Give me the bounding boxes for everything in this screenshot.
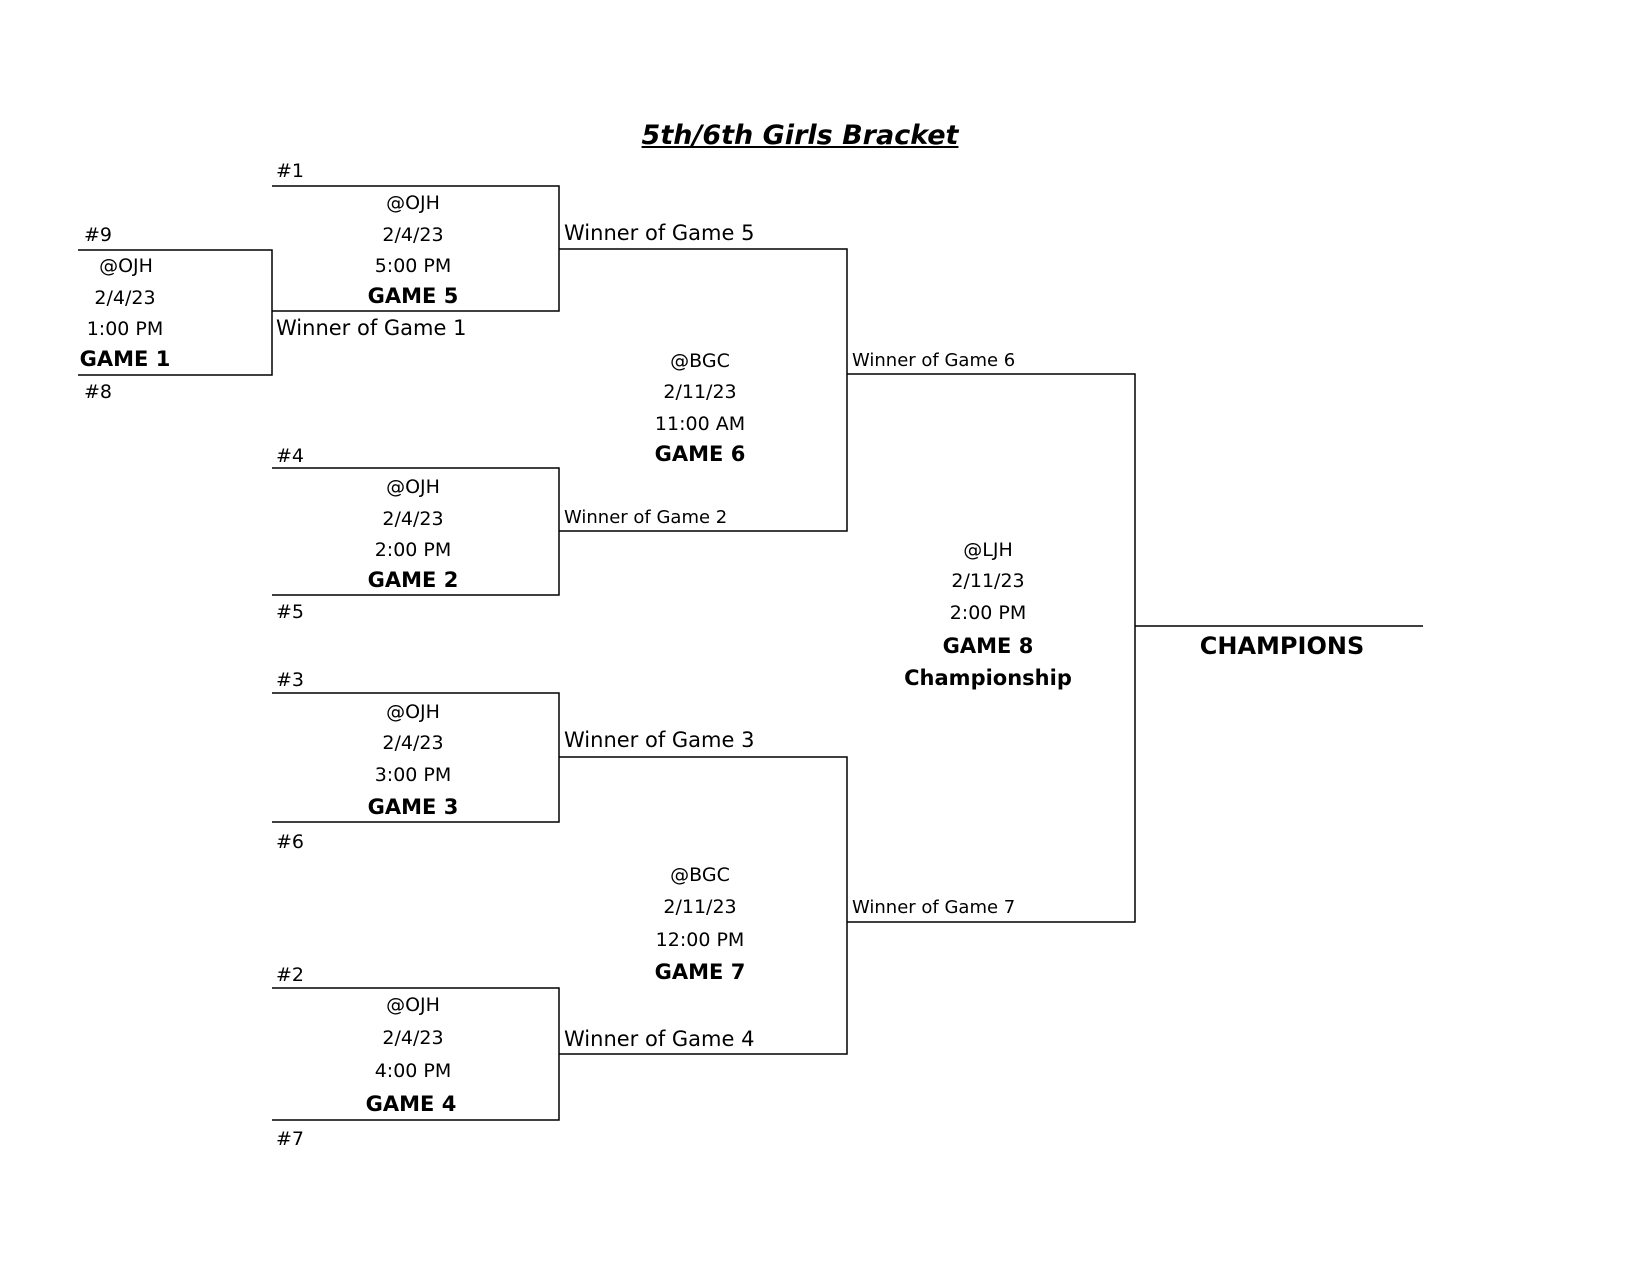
seed-1: #1 bbox=[276, 160, 305, 182]
game-3-label: GAME 3 bbox=[367, 795, 459, 819]
game-4-time: 4:00 PM bbox=[374, 1060, 452, 1082]
game-6-bracket bbox=[559, 248, 848, 532]
game-8-sublabel: Championship bbox=[904, 666, 1072, 690]
game-3-venue: @OJH bbox=[386, 701, 440, 723]
game-8-date: 2/11/23 bbox=[951, 570, 1025, 592]
game-2-venue: @OJH bbox=[386, 476, 440, 498]
game-7-bracket bbox=[559, 756, 848, 1055]
game-6-time: 11:00 AM bbox=[654, 413, 746, 435]
game-2-date: 2/4/23 bbox=[382, 508, 444, 530]
game-1-time: 1:00 PM bbox=[86, 318, 164, 340]
game-5-date: 2/4/23 bbox=[382, 224, 444, 246]
winner-game-7-label: Winner of Game 7 bbox=[852, 897, 1016, 918]
seed-4: #4 bbox=[276, 445, 305, 467]
champions-label: CHAMPIONS bbox=[1199, 632, 1365, 660]
page-title: 5th/6th Girls Bracket bbox=[641, 120, 959, 151]
game-7-time: 12:00 PM bbox=[655, 929, 745, 951]
seed-5: #5 bbox=[276, 601, 305, 623]
game-5-time: 5:00 PM bbox=[374, 255, 452, 277]
game-1-label: GAME 1 bbox=[79, 347, 171, 371]
game-2-label: GAME 2 bbox=[367, 568, 459, 592]
winner-game-3-label: Winner of Game 3 bbox=[564, 728, 755, 752]
game-4-date: 2/4/23 bbox=[382, 1027, 444, 1049]
game-8-label: GAME 8 bbox=[942, 634, 1034, 658]
winner-game-6-label: Winner of Game 6 bbox=[852, 350, 1016, 371]
game-1-venue: @OJH bbox=[99, 255, 153, 277]
game-3-time: 3:00 PM bbox=[374, 764, 452, 786]
winner-game-5-label: Winner of Game 5 bbox=[564, 221, 755, 245]
game-1-date: 2/4/23 bbox=[94, 287, 156, 309]
seed-6: #6 bbox=[276, 831, 305, 853]
seed-9: #9 bbox=[84, 224, 113, 246]
game-7-date: 2/11/23 bbox=[663, 896, 737, 918]
game-2-time: 2:00 PM bbox=[374, 539, 452, 561]
game-5-label: GAME 5 bbox=[367, 284, 459, 308]
game-7-venue: @BGC bbox=[670, 864, 730, 886]
winner-game-2-label: Winner of Game 2 bbox=[564, 507, 728, 528]
game-4-venue: @OJH bbox=[386, 994, 440, 1016]
game-6-date: 2/11/23 bbox=[663, 381, 737, 403]
game-8-bracket bbox=[847, 373, 1136, 923]
game-8-time: 2:00 PM bbox=[949, 602, 1027, 624]
game-3-date: 2/4/23 bbox=[382, 732, 444, 754]
game-6-label: GAME 6 bbox=[654, 442, 746, 466]
game-7-label: GAME 7 bbox=[654, 960, 746, 984]
game-5-venue: @OJH bbox=[386, 192, 440, 214]
seed-2: #2 bbox=[276, 964, 305, 986]
game-1-bracket bbox=[78, 249, 273, 376]
winner-game-1-label: Winner of Game 1 bbox=[276, 316, 467, 340]
winner-game-4-label: Winner of Game 4 bbox=[564, 1027, 755, 1051]
game-8-venue: @LJH bbox=[963, 539, 1013, 561]
game-4-label: GAME 4 bbox=[365, 1092, 457, 1116]
seed-3: #3 bbox=[276, 669, 305, 691]
game-6-venue: @BGC bbox=[670, 350, 730, 372]
seed-8: #8 bbox=[84, 381, 113, 403]
seed-7: #7 bbox=[276, 1128, 305, 1150]
